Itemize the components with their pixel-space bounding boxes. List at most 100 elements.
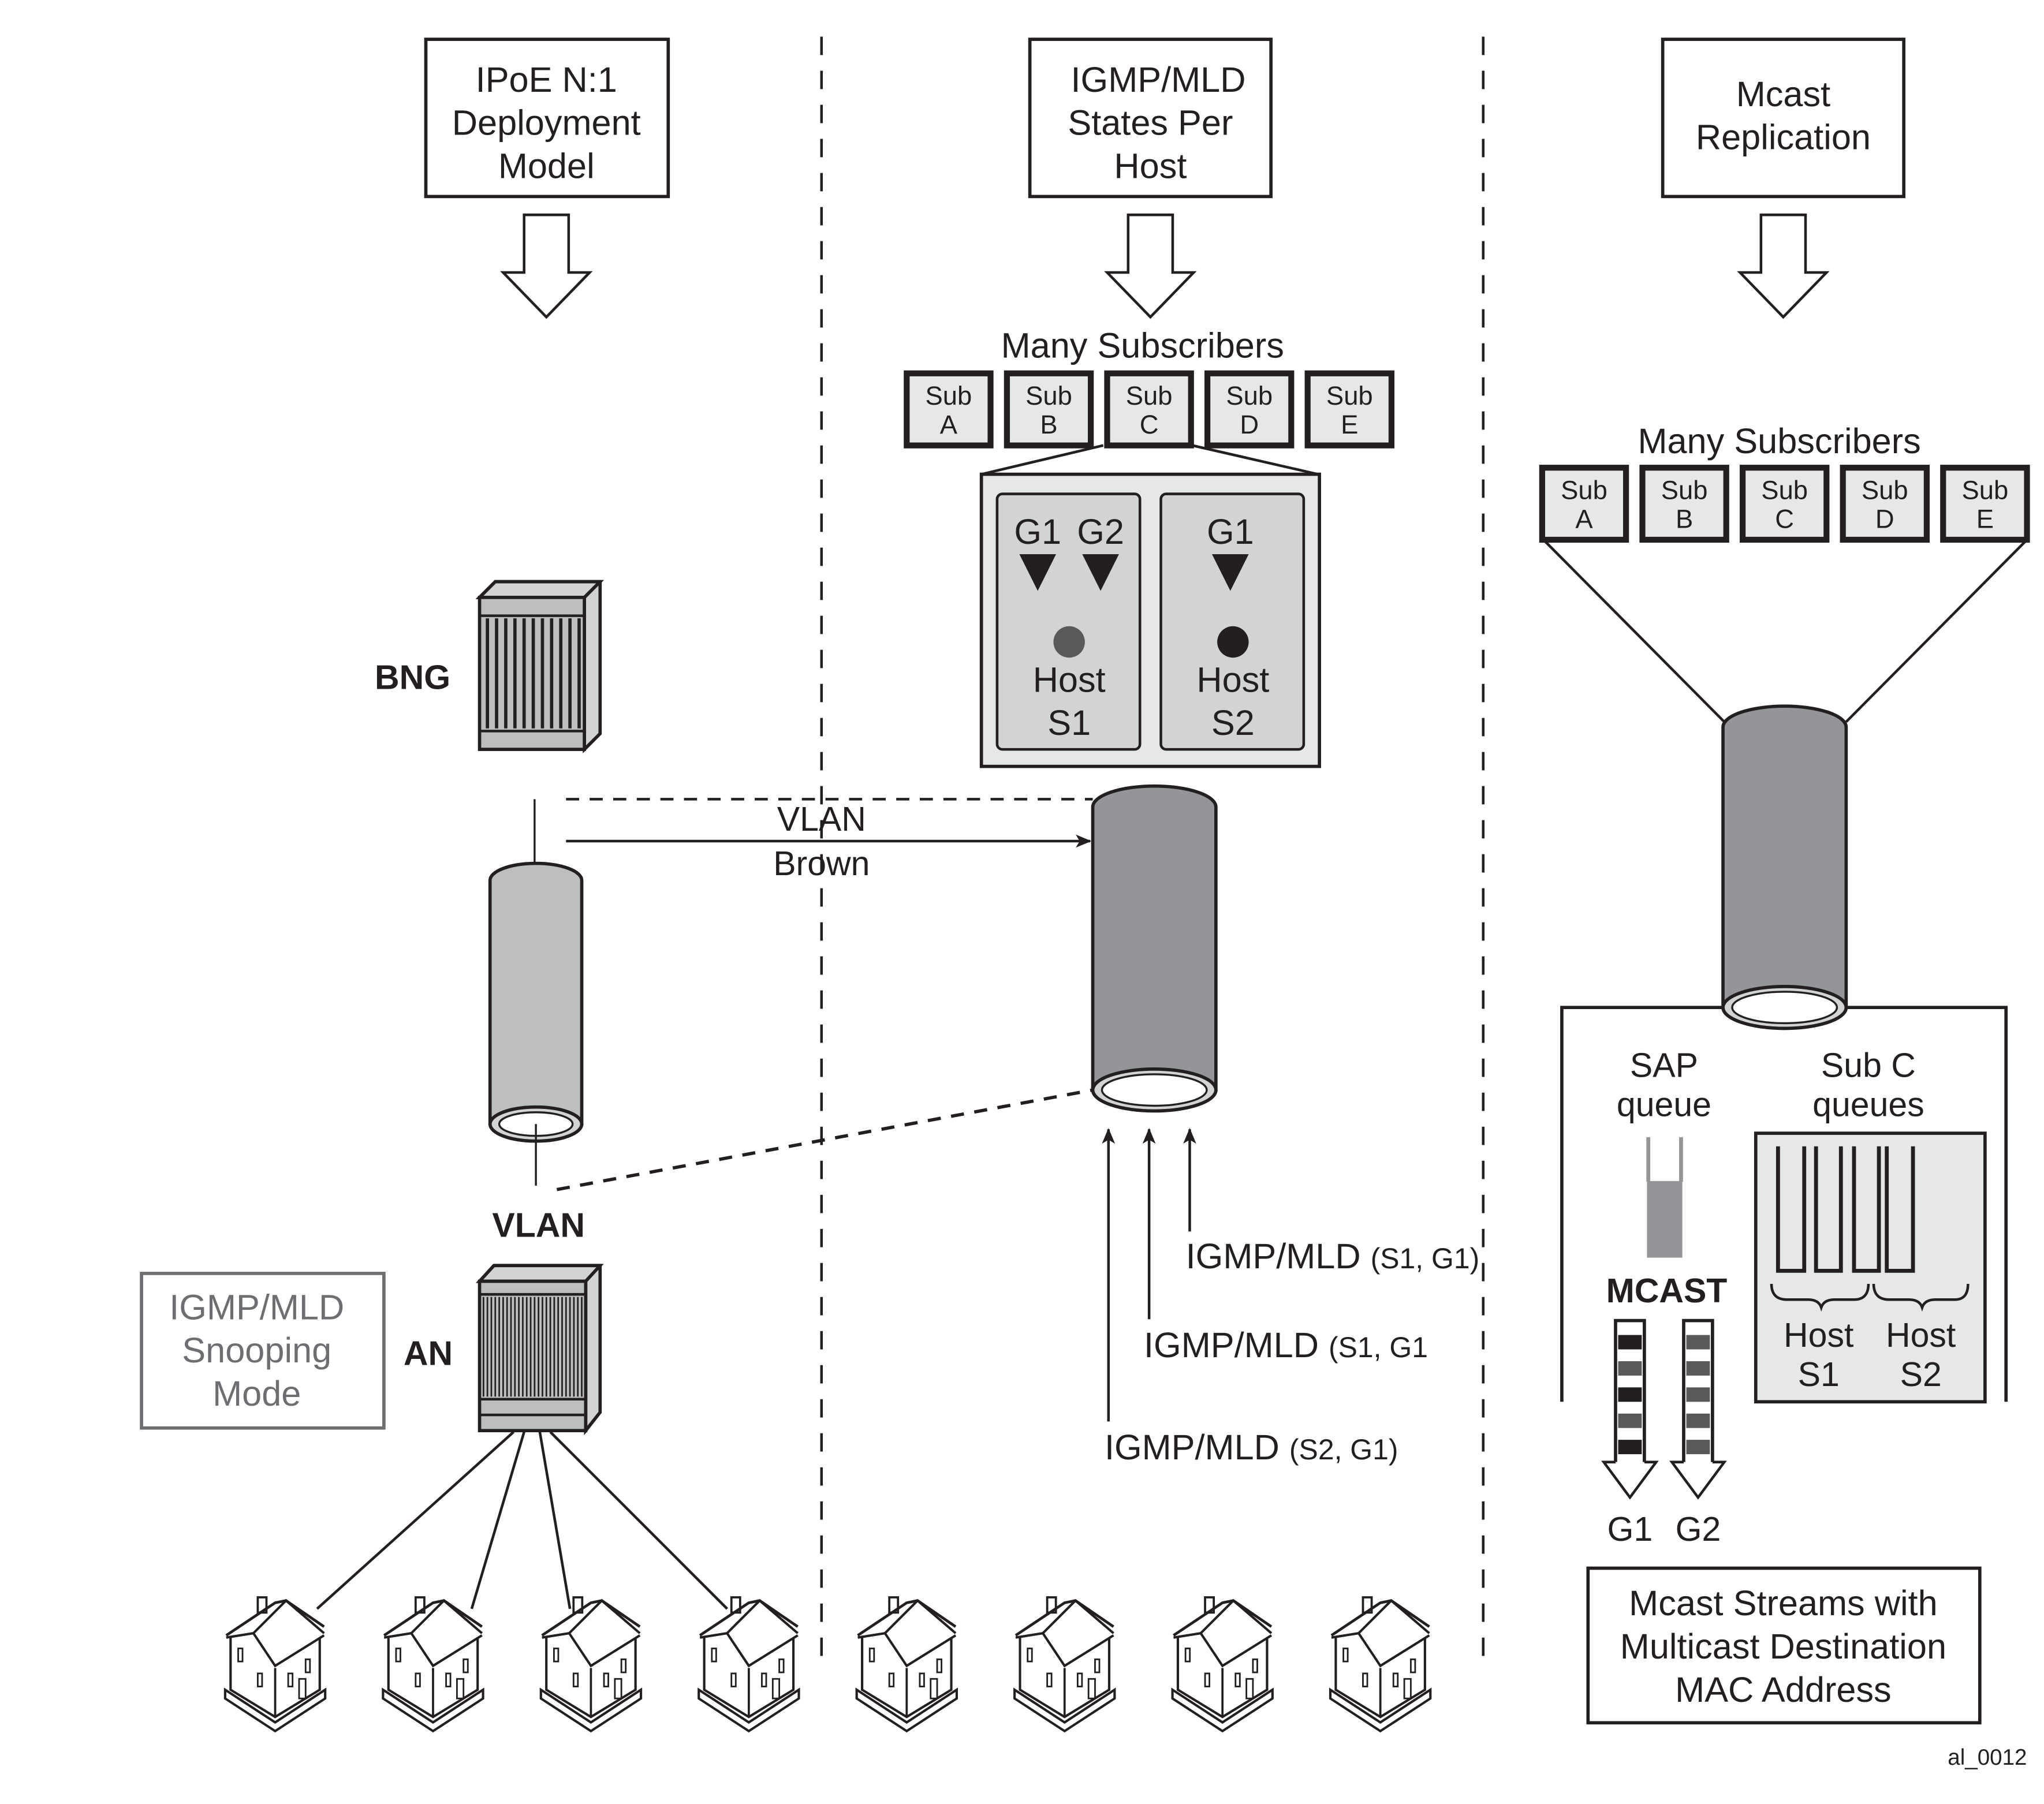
group-label: G1 [1207, 512, 1254, 551]
host-label: S2 [1211, 703, 1255, 742]
subscriber-label: D [1240, 410, 1259, 439]
houses-row [225, 1597, 1430, 1731]
snooping-line: Snooping [182, 1331, 331, 1370]
subscriber-label: C [1775, 505, 1794, 534]
queue-host-label: S1 [1798, 1355, 1840, 1394]
house-icon [1173, 1597, 1273, 1731]
house-icon [1330, 1597, 1430, 1731]
subscriber-label: E [1341, 410, 1358, 439]
host-label: Host [1196, 660, 1269, 699]
subscriber-label: B [1040, 410, 1057, 439]
many-subscribers-title-right: Many Subscribers [1638, 421, 1920, 461]
subscriber-funnel-lines [1541, 537, 2030, 723]
header-box-mcast-replication: Mcast Replication [1661, 38, 1906, 199]
replication-bracket [1560, 1006, 2008, 1402]
header-line: Deployment [452, 103, 641, 143]
snooping-mode-box: IGMP/MLD Snooping Mode [140, 1272, 386, 1430]
vlan-label: VLAN [492, 1206, 585, 1244]
footer-line: Multicast Destination [1620, 1627, 1946, 1666]
vlan-brown-line1: VLAN [777, 800, 866, 838]
header-box-deployment-model: IPoE N:1 Deployment Model [424, 38, 670, 199]
an-device-icon [476, 1264, 604, 1436]
house-icon [541, 1597, 641, 1731]
queue-host-label: Host [1784, 1316, 1853, 1354]
footer-line: MAC Address [1675, 1670, 1892, 1709]
group-label: G1 [1014, 512, 1061, 551]
queue-host-label: S2 [1900, 1355, 1942, 1394]
down-arrow-icon [500, 213, 593, 319]
host-label: S1 [1047, 703, 1091, 742]
many-subscribers-title: Many Subscribers [1001, 326, 1284, 365]
house-icon [699, 1597, 799, 1731]
header-line: Replication [1696, 118, 1871, 157]
subscriber-label: C [1140, 410, 1159, 439]
stream-arrow-2 [1669, 1319, 1727, 1500]
header-line: States Per [1068, 103, 1233, 143]
subscriber-label: Sub [1226, 381, 1273, 410]
footer-line: Mcast Streams with [1629, 1583, 1937, 1623]
subscriber-label: D [1875, 505, 1894, 534]
igmp-message: IGMP/MLD (S1, G1 [1144, 1325, 1428, 1365]
header-line: Model [498, 147, 595, 186]
sap-queue-label: queue [1617, 1086, 1711, 1124]
stream-label-g2: G2 [1676, 1510, 1721, 1548]
group-label: G2 [1077, 512, 1124, 551]
stream-arrow-1 [1601, 1319, 1659, 1500]
house-icon [225, 1597, 325, 1731]
house-icon [1014, 1597, 1114, 1731]
subscriber-label: E [1976, 505, 1994, 534]
down-arrow-icon [1104, 213, 1197, 319]
snooping-line: Mode [212, 1374, 301, 1413]
subscriber-label: A [940, 410, 958, 439]
sub-c-queues-panel: Host S1 Host S2 [1754, 1131, 1987, 1404]
sub-c-queues-label: queues [1812, 1086, 1924, 1124]
header-box-igmp-states: IGMP/MLD States Per Host [1028, 38, 1273, 199]
bng-label: BNG [375, 659, 450, 697]
an-label: AN [404, 1335, 453, 1373]
subscriber-label: Sub [1862, 476, 1908, 505]
subscriber-label: Sub [1962, 476, 2009, 505]
mcast-streams [1601, 1319, 1727, 1500]
mcast-streams-footer-box: Mcast Streams with Multicast Destination… [1586, 1566, 1982, 1725]
mcast-label: MCAST [1606, 1272, 1728, 1310]
subscriber-label: Sub [1761, 476, 1808, 505]
down-arrow-icon [1737, 213, 1830, 319]
an-house-links [316, 1430, 729, 1610]
igmp-message: IGMP/MLD (S1, G1) [1186, 1237, 1480, 1276]
subscriber-label: Sub [1326, 381, 1373, 410]
igmp-message-arrows [1102, 1127, 1196, 1422]
house-icon [383, 1597, 483, 1731]
stream-label-g1: G1 [1607, 1510, 1653, 1548]
queue-host-label: Host [1886, 1316, 1956, 1354]
house-icon [857, 1597, 957, 1731]
host-dot-icon [1053, 626, 1085, 658]
subscriber-label: A [1575, 505, 1593, 534]
header-line: Host [1114, 147, 1187, 186]
igmp-message: IGMP/MLD (S2, G1) [1105, 1428, 1398, 1467]
subscriber-label: Sub [1661, 476, 1708, 505]
group-triangle-icon [1019, 554, 1056, 591]
subscriber-label: Sub [926, 381, 972, 410]
header-line: IGMP/MLD [1071, 60, 1246, 99]
host-label: Host [1033, 660, 1106, 699]
group-triangle-icon [1212, 554, 1249, 591]
igmp-message-labels: IGMP/MLD (S1, G1) IGMP/MLD (S1, G1 IGMP/… [1105, 1237, 1479, 1467]
bng-device-icon [475, 580, 605, 753]
sub-c-queues-label: Sub C [1821, 1046, 1916, 1084]
vlan-brown-dashed-bottom [556, 1088, 1094, 1192]
subscriber-label: Sub [1025, 381, 1072, 410]
group-triangle-icon [1082, 554, 1119, 591]
